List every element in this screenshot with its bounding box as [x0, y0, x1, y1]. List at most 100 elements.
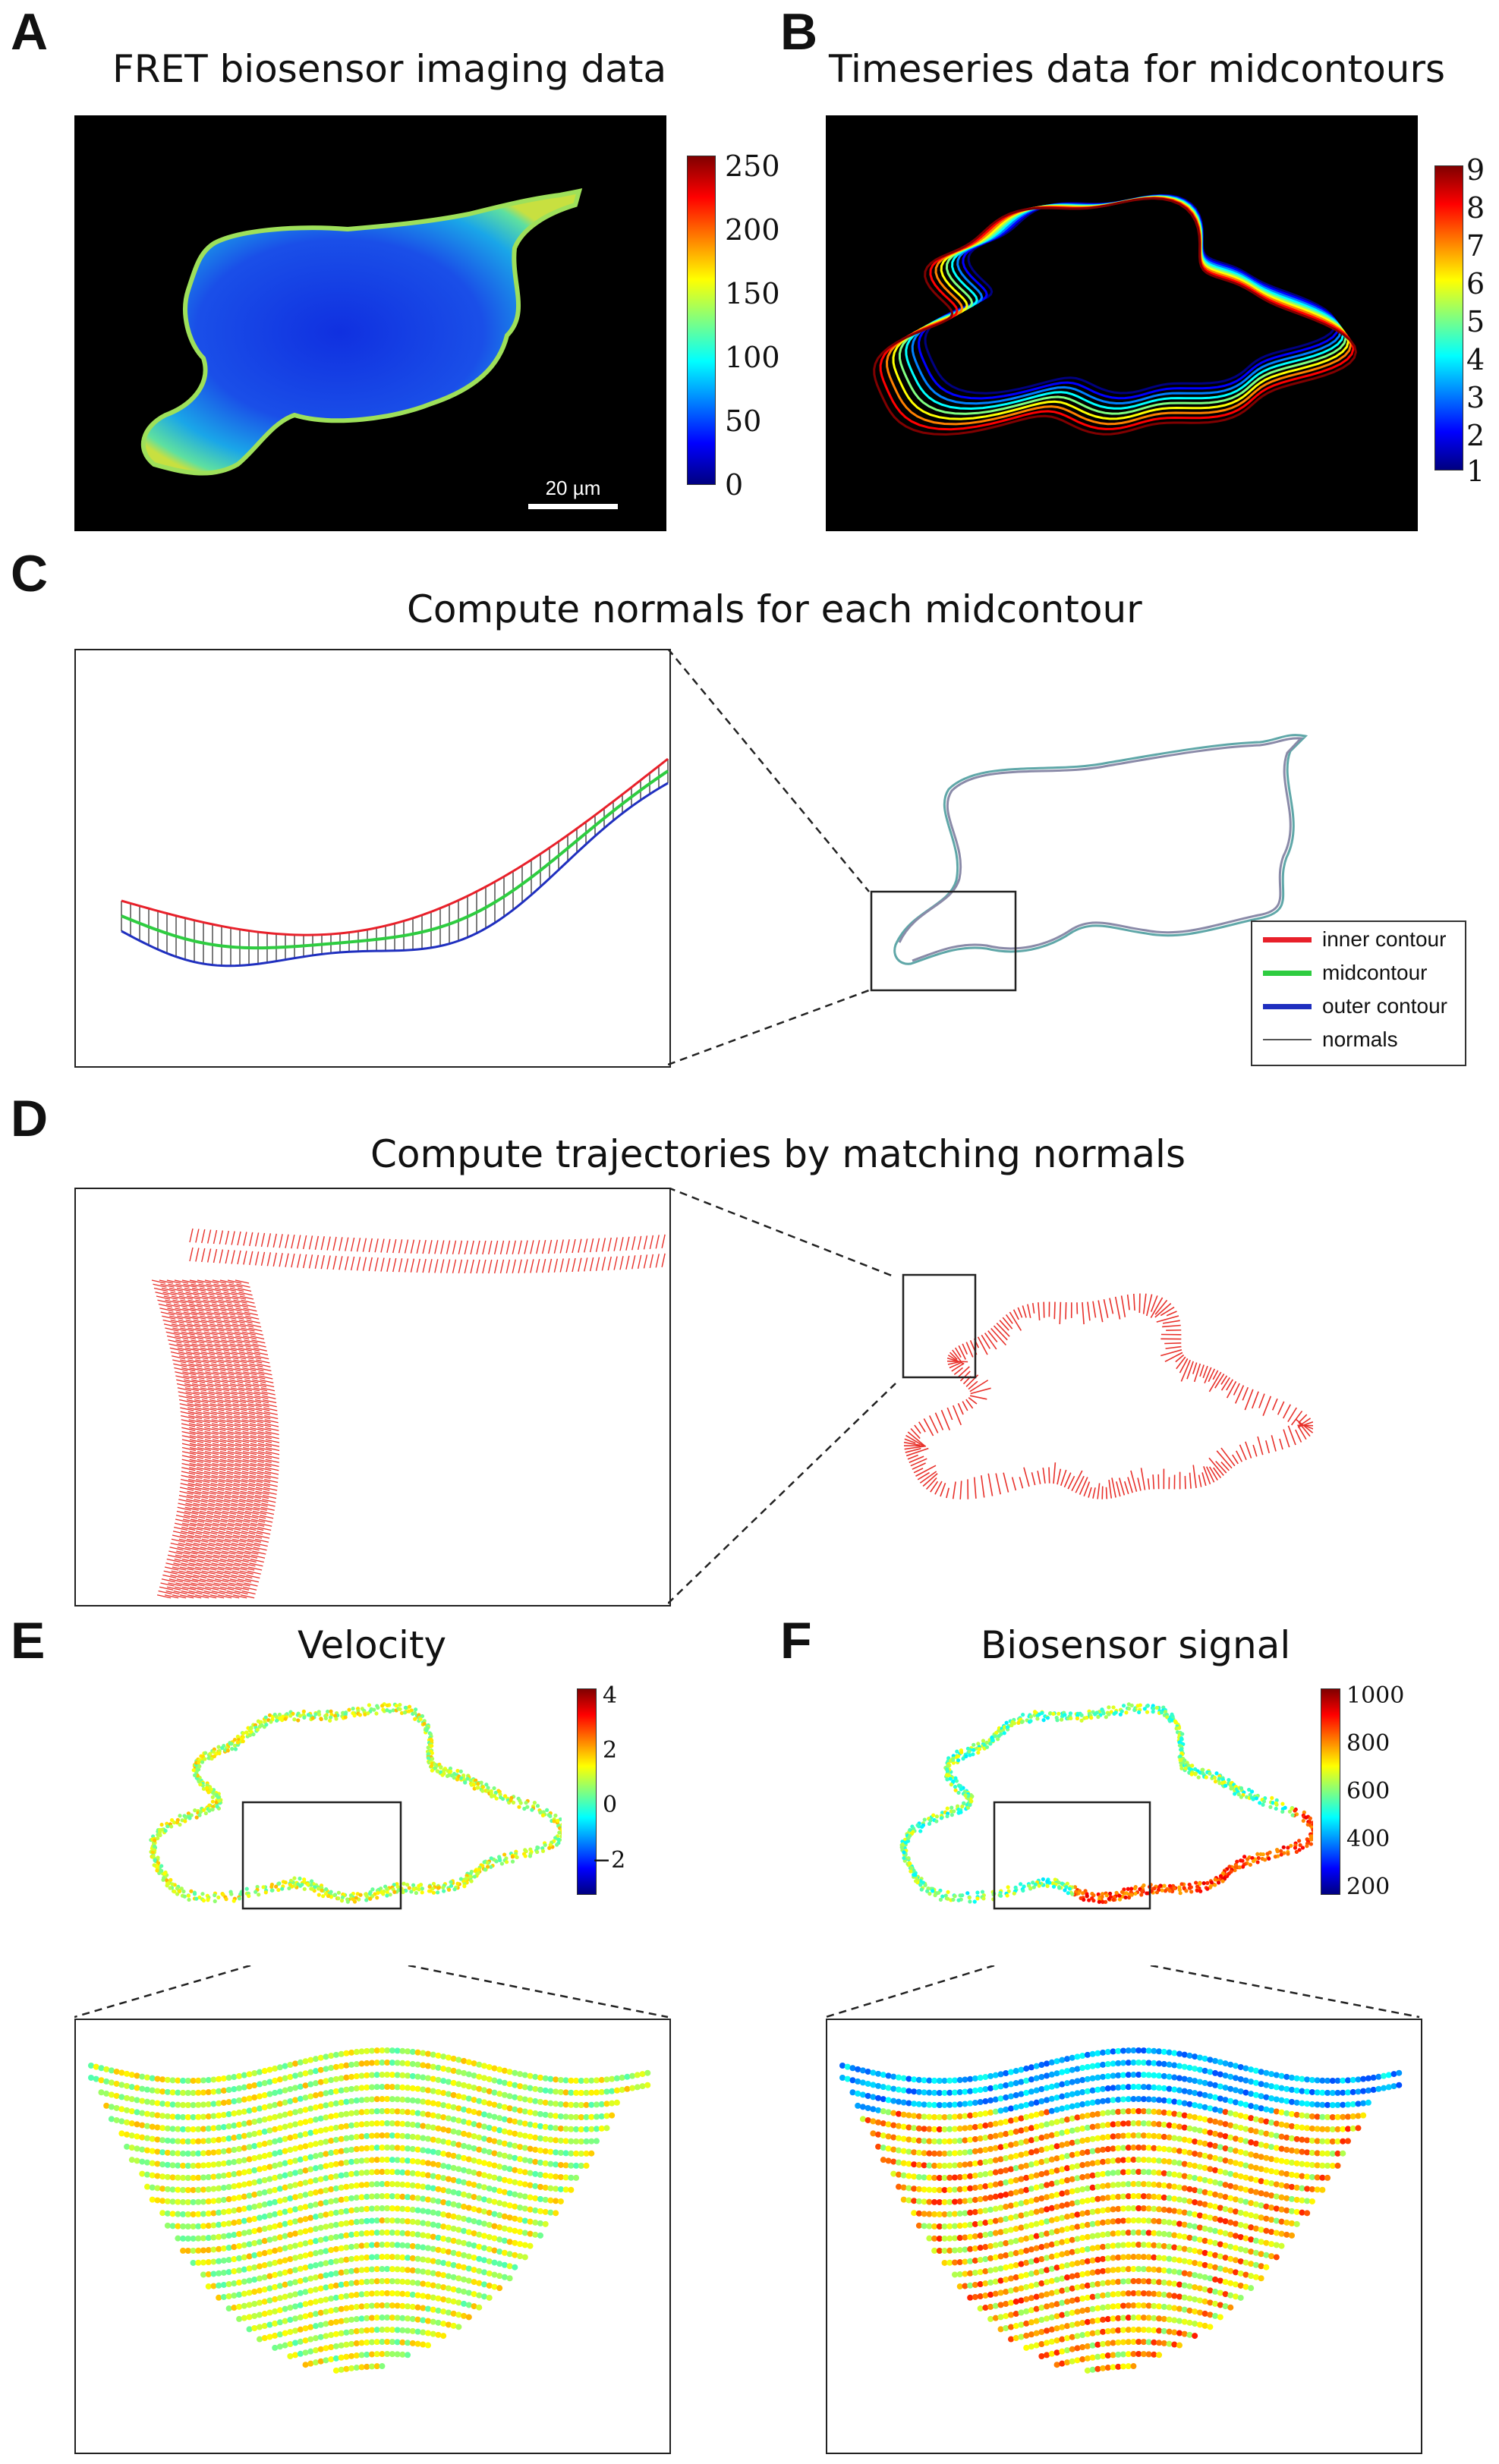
- trajectory: [559, 1239, 564, 1254]
- trajectory: [209, 1403, 224, 1408]
- sample-dot: [210, 2222, 217, 2229]
- sample-dot: [527, 2170, 534, 2176]
- sample-dot: [225, 2269, 232, 2276]
- sample-dot: [389, 2047, 395, 2054]
- sample-dot: [420, 2062, 427, 2069]
- sample-dot: [236, 2194, 243, 2201]
- sample-dot: [517, 2204, 524, 2211]
- sample-dot: [496, 2188, 503, 2195]
- trajectory: [197, 1439, 212, 1443]
- trajectory: [228, 1375, 243, 1380]
- sample-dot: [317, 2200, 324, 2207]
- trajectory: [254, 1538, 269, 1543]
- sample-dot: [598, 2101, 605, 2107]
- sample-dot: [225, 2196, 232, 2203]
- sample-dot: [445, 2163, 452, 2170]
- sample-dot: [422, 1719, 427, 1723]
- trajectory: [264, 1471, 279, 1475]
- sample-dot: [338, 2366, 345, 2373]
- sample-dot: [521, 2072, 528, 2079]
- sample-dot: [430, 2282, 436, 2289]
- sample-dot: [968, 1899, 972, 1904]
- trajectory: [189, 1455, 204, 1459]
- sample-dot: [282, 2160, 288, 2167]
- sample-dot: [499, 1861, 505, 1866]
- trajectory: [265, 1467, 279, 1471]
- trajectory: [194, 1295, 209, 1300]
- sample-dot: [266, 2309, 273, 2316]
- trajectory: [1162, 1320, 1180, 1324]
- sample-dot: [981, 1739, 986, 1743]
- trajectory: [1154, 1299, 1168, 1315]
- sample-dot: [313, 2068, 319, 2075]
- sample-dot: [474, 1778, 478, 1783]
- sample-dot: [225, 2257, 232, 2264]
- sample-dot: [364, 1898, 369, 1902]
- sample-dot: [282, 2196, 288, 2203]
- sample-dot: [338, 2075, 345, 2082]
- trajectory: [250, 1467, 264, 1471]
- sample-dot: [405, 2242, 411, 2249]
- trajectory: [199, 1510, 214, 1515]
- sample-dot: [257, 2336, 263, 2343]
- sample-dot: [246, 2204, 253, 2211]
- sample-dot: [276, 2246, 283, 2253]
- trajectory: [209, 1494, 224, 1499]
- sample-dot: [113, 2104, 120, 2111]
- sample-dot: [384, 2230, 391, 2236]
- trajectory: [232, 1566, 247, 1571]
- sample-dot: [210, 2210, 217, 2217]
- trajectory: [257, 1419, 271, 1424]
- panel-letter-d: D: [11, 1090, 49, 1147]
- sample-dot: [430, 1768, 434, 1773]
- sample-dot: [547, 2160, 554, 2167]
- trajectory: [198, 1515, 213, 1519]
- sample-dot: [491, 2138, 498, 2145]
- sample-dot: [405, 2157, 411, 2164]
- sample-dot: [455, 1881, 460, 1886]
- sample-dot: [501, 2140, 508, 2147]
- sample-dot: [251, 2312, 258, 2319]
- sample-dot: [332, 2258, 339, 2264]
- trajectory: [204, 1526, 219, 1531]
- sample-dot: [481, 2172, 487, 2179]
- sample-dot: [266, 2321, 273, 2328]
- sample-dot: [236, 2109, 243, 2116]
- trajectory: [261, 1503, 276, 1507]
- colorbar-b-tick: 2: [1466, 419, 1485, 452]
- trajectory: [1116, 1481, 1121, 1497]
- sample-dot: [287, 2232, 294, 2239]
- sample-dot: [543, 1842, 547, 1847]
- sample-dot: [348, 2304, 355, 2311]
- trajectory: [212, 1459, 226, 1463]
- sample-dot: [491, 2162, 498, 2169]
- trajectory: [404, 1239, 409, 1254]
- trajectory: [231, 1542, 245, 1547]
- sample-dot: [175, 2138, 181, 2145]
- sample-dot: [1028, 1886, 1033, 1890]
- sample-dot: [348, 2146, 355, 2153]
- sample-dot: [220, 2257, 227, 2264]
- sample-dot: [425, 2281, 431, 2288]
- sample-dot: [1139, 1893, 1144, 1897]
- sample-dot: [261, 2214, 268, 2220]
- sample-dot: [496, 2176, 503, 2182]
- trajectory: [249, 1415, 263, 1420]
- trajectory: [237, 1383, 252, 1388]
- trajectory: [953, 1367, 964, 1375]
- sample-dot: [542, 2148, 549, 2154]
- sample-dot: [471, 2182, 477, 2189]
- sample-dot: [241, 2278, 247, 2285]
- sample-dot: [471, 2279, 477, 2286]
- trajectory: [188, 1562, 203, 1567]
- legend-item: midcontour: [1263, 960, 1428, 986]
- trajectory: [233, 1407, 247, 1411]
- trajectory: [184, 1347, 199, 1352]
- trajectory: [193, 1574, 207, 1579]
- sample-dot: [450, 2298, 457, 2305]
- sample-dot: [338, 2245, 345, 2252]
- sample-dot: [276, 2222, 283, 2229]
- sample-dot: [266, 2115, 273, 2122]
- sample-dot: [261, 2129, 268, 2135]
- sample-dot: [297, 2192, 304, 2199]
